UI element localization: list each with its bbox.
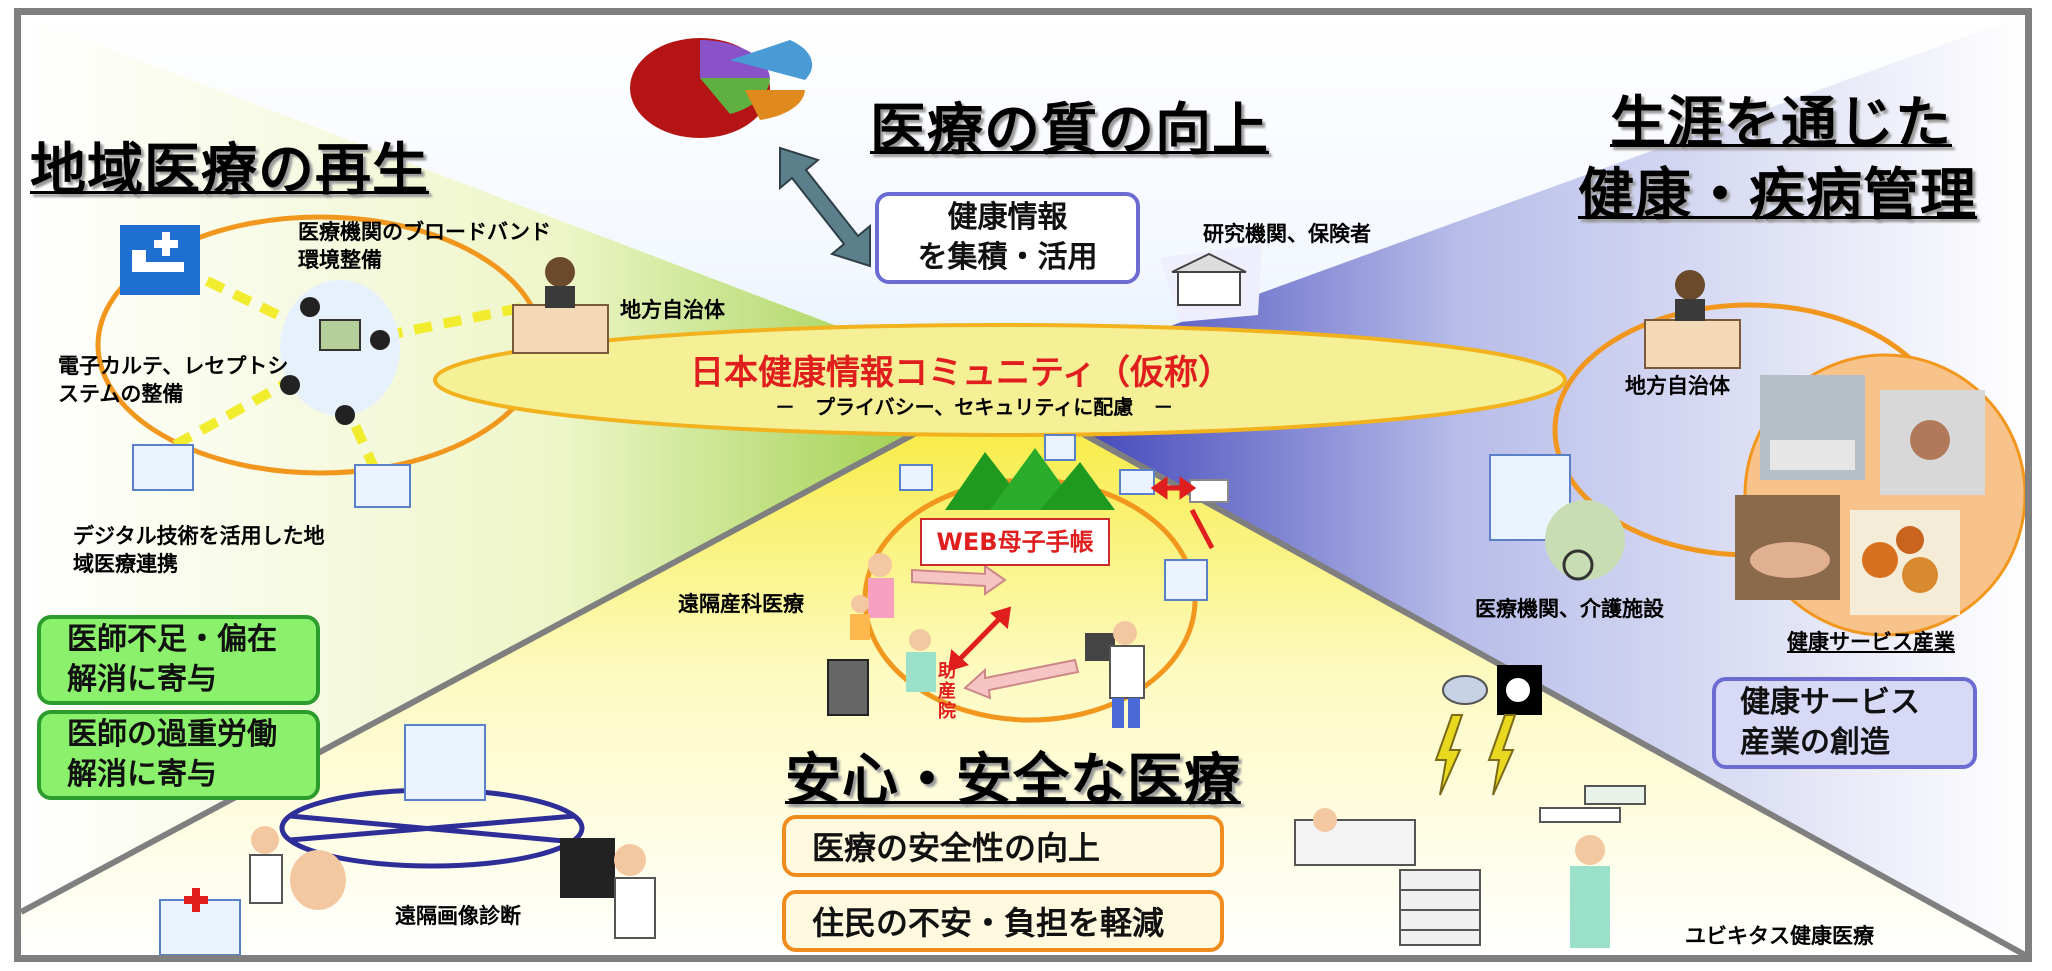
red-arrows [947, 476, 1215, 672]
box-doctor-shortage: 医師不足・偏在 解消に寄与 [37, 615, 320, 705]
research-building-icon [1160, 244, 1262, 322]
clinic-building-icon [159, 888, 241, 956]
box-reduce-anxiety-text: 住民の不安・負担を軽減 [812, 904, 1165, 942]
center-subtitle: － プライバシー、セキュリティに配慮 － [775, 395, 1174, 419]
spa-photo-icon [1760, 375, 1865, 480]
box-health-service-line2: 産業の創造 [1740, 725, 1890, 760]
label-midwifery: 助産院 [938, 661, 956, 722]
box-health-service-line1: 健康サービス [1740, 685, 1920, 720]
exam-doctor-icon [249, 826, 346, 910]
heading-lifelong-1: 生涯を通じた [1610, 91, 1952, 156]
label-health-industry: 健康サービス産業 [1787, 630, 1955, 654]
heading-lifelong-2: 健康・疾病管理 [1578, 163, 1977, 228]
food-photo-icon [1850, 510, 1960, 615]
official-at-desk-icon [512, 257, 1741, 369]
label-ehr: 電子カルテ、レセプトシ ステムの整備 [58, 352, 288, 408]
heading-safety: 安心・安全な医療 [785, 748, 1241, 813]
label-local-gov-left: 地方自治体 [620, 298, 725, 322]
lightning-icon [1434, 714, 1517, 796]
heading-quality: 医療の質の向上 [870, 98, 1269, 163]
box-reduce-anxiety: 住民の不安・負担を軽減 [782, 890, 1224, 952]
label-ehr-line2: ステムの整備 [58, 382, 184, 406]
doctor-at-computer-icon [1085, 621, 1145, 728]
nurse-icon [906, 629, 936, 692]
camera-dome-icon [1442, 665, 1542, 715]
box-overwork: 医師の過重労働 解消に寄与 [37, 710, 320, 800]
label-ubiquitous: ユビキタス健康医療 [1685, 924, 1874, 948]
box-overwork-line1: 医師の過重労働 [67, 717, 277, 752]
computer-user-icon [280, 280, 400, 425]
label-broadband-line2: 環境整備 [298, 248, 382, 272]
center-community-ellipse [433, 323, 1567, 437]
ultrasound-machine-icon [827, 659, 869, 716]
label-digital-line2: 域医療連携 [73, 552, 178, 576]
pie-chart-icon [630, 38, 813, 138]
box-health-info-line1: 健康情報 [947, 200, 1068, 235]
label-remote-imaging: 遠隔画像診断 [395, 904, 521, 928]
hospital-bed-sign-icon [120, 225, 200, 295]
quality-double-arrow [779, 146, 871, 268]
mother-child-icon [850, 553, 894, 640]
label-digital: デジタル技術を活用した地 域医療連携 [73, 522, 325, 578]
box-health-info: 健康情報 を集積・活用 [875, 192, 1140, 284]
box-doctor-shortage-line2: 解消に寄与 [67, 662, 217, 697]
label-remote-obstetrics: 遠隔産科医療 [678, 592, 804, 616]
box-overwork-line2: 解消に寄与 [67, 757, 217, 792]
label-web-book: WEB母子手帳 [920, 518, 1110, 566]
medicine-tray-icon [1399, 785, 1646, 946]
box-safety-up: 医療の安全性の向上 [782, 815, 1224, 877]
box-health-service: 健康サービス 産業の創造 [1712, 677, 1977, 769]
label-ehr-line1: 電子カルテ、レセプトシ [58, 354, 289, 378]
box-doctor-shortage-line1: 医師不足・偏在 [67, 622, 277, 657]
center-title: 日本健康情報コミュニティ（仮称） [690, 353, 1232, 393]
label-digital-line1: デジタル技術を活用した地 [73, 524, 325, 548]
outer-frame [14, 8, 2032, 962]
fitness-photo-icon [1880, 390, 1985, 495]
pink-flow-arrows [911, 564, 1080, 700]
wheelchair-icon [1545, 500, 1625, 581]
massage-photo-icon [1735, 495, 1840, 600]
mountains-icon [945, 448, 1115, 510]
label-research: 研究機関、保険者 [1203, 222, 1371, 246]
label-medical-care: 医療機関、介護施設 [1475, 597, 1664, 621]
nurse-with-tray-icon [1570, 835, 1610, 948]
heading-regional: 地域医療の再生 [30, 138, 429, 203]
box-health-info-line2: を集積・活用 [917, 240, 1098, 275]
xray-doctor-icon [560, 838, 656, 939]
label-broadband: 医療機関のブロードバンド 環境整備 [298, 218, 551, 274]
box-safety-up-text: 医療の安全性の向上 [812, 829, 1101, 867]
label-local-gov-right: 地方自治体 [1625, 374, 1730, 398]
label-broadband-line1: 医療機関のブロードバンド [298, 220, 552, 244]
patient-in-bed-icon [1294, 808, 1416, 866]
